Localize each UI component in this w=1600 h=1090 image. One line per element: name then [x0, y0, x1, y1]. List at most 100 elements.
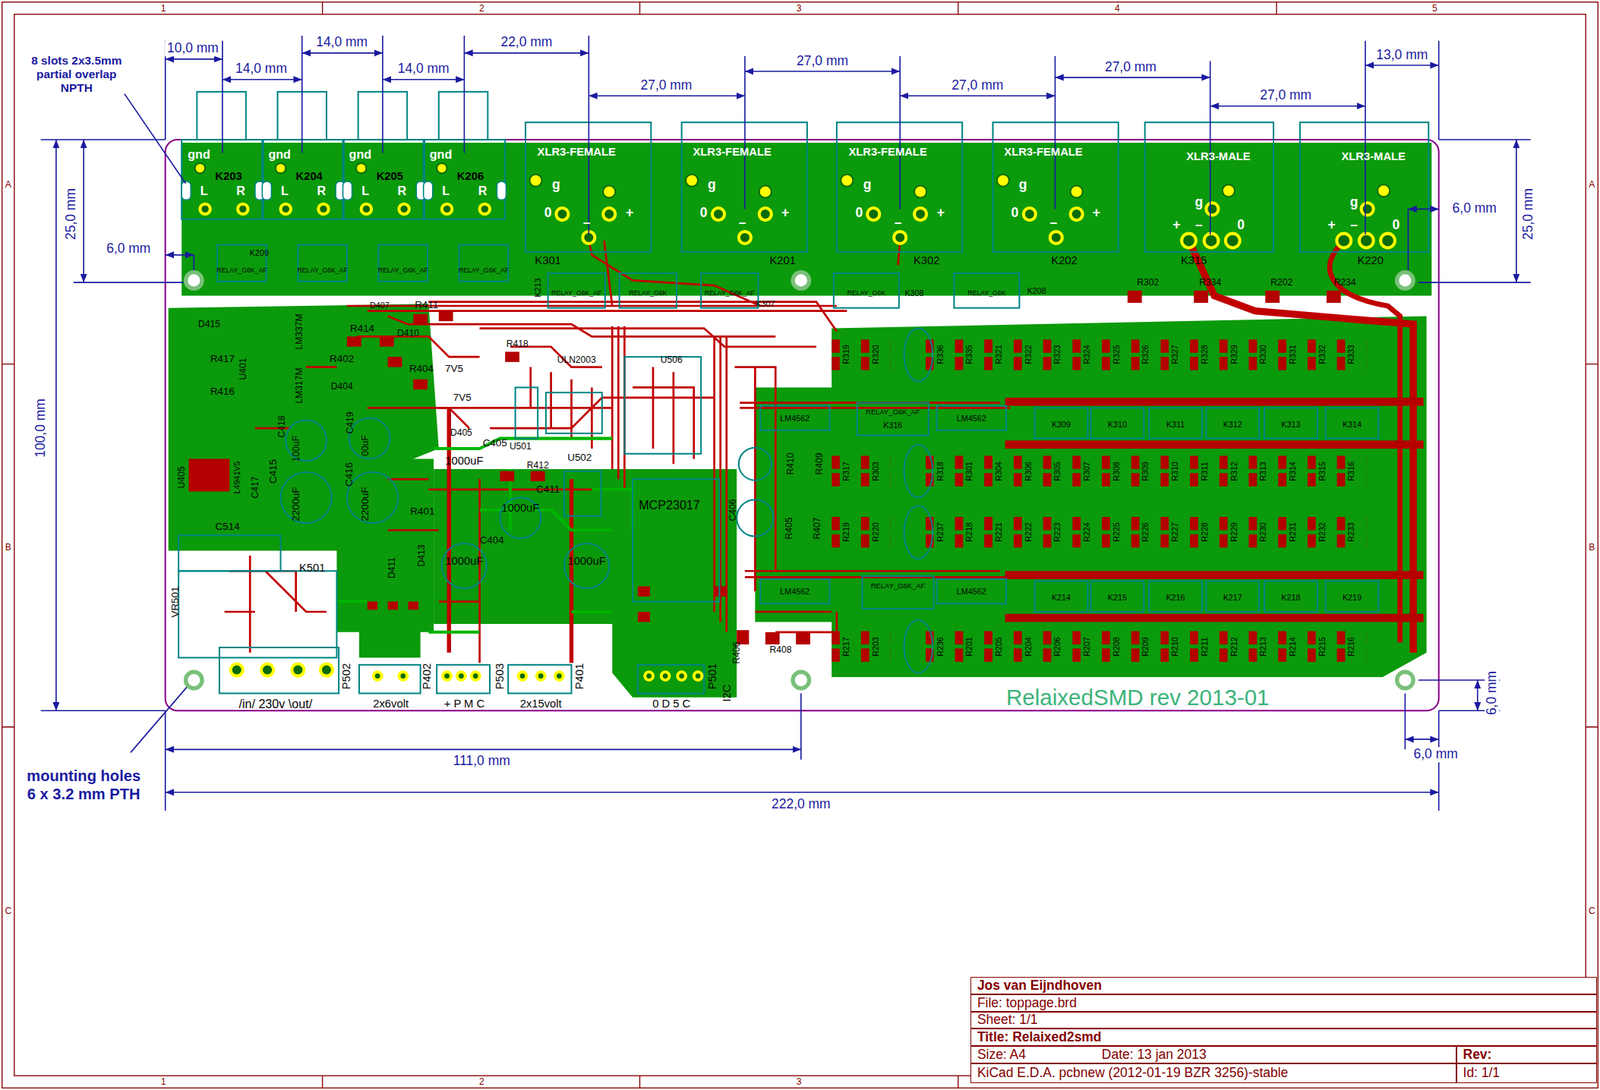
- connector-pad: [261, 663, 274, 676]
- silkscreen-label: R412: [527, 460, 550, 471]
- component-outline: [196, 91, 247, 140]
- dimension-label: 14,0 mm: [395, 62, 452, 77]
- connector-pad: [398, 672, 408, 681]
- silkscreen-label: R409: [814, 453, 824, 476]
- dimension-line: [222, 78, 303, 81]
- silkscreen-label: R228: [1200, 522, 1209, 543]
- connector-pad: [373, 672, 382, 681]
- connector-designator: K205: [376, 170, 404, 183]
- silkscreen-label: R229: [1229, 522, 1238, 543]
- smd-pad: [765, 632, 780, 645]
- dimension-line: [55, 139, 57, 711]
- title-block-text: Title: Relaixed2smd: [977, 1029, 1102, 1046]
- silkscreen-label: R223: [1053, 522, 1062, 543]
- silkscreen-label: R206: [1053, 637, 1062, 657]
- silkscreen-label: R221: [994, 522, 1004, 543]
- silkscreen-label: R326: [1141, 345, 1150, 366]
- component-outline: [1148, 407, 1203, 439]
- mounting-hole: [186, 672, 203, 688]
- connector-pad: [1361, 202, 1374, 215]
- dimension-label: 222,0 mm: [769, 797, 834, 812]
- component-outline: [261, 139, 344, 220]
- connector-pad: [261, 181, 272, 200]
- connector-pad: [759, 208, 772, 221]
- silkscreen-label: 1000uF: [444, 555, 483, 567]
- connector-pad: [195, 163, 206, 174]
- silkscreen-label: K220: [1357, 254, 1384, 266]
- dimension-line: [1476, 680, 1479, 711]
- silkscreen-label: 1000uF: [501, 502, 540, 515]
- component-outline: [760, 579, 830, 604]
- dimension-label: 14,0 mm: [233, 62, 290, 77]
- connector-label: +: [625, 206, 634, 220]
- dimension-line: [41, 35, 1531, 812]
- connector-label: +: [1327, 218, 1335, 232]
- mounting-hole: [1397, 272, 1414, 289]
- component-outline: [1264, 407, 1318, 439]
- connector-pad: [436, 163, 447, 174]
- silkscreen-label: C418: [277, 415, 287, 438]
- connector-pad: [1336, 233, 1351, 249]
- silkscreen-label: R232: [1317, 522, 1326, 543]
- connector-pad: [442, 672, 452, 681]
- silkscreen-label: P401: [574, 662, 586, 690]
- dimension-label: 14,0 mm: [313, 35, 370, 51]
- smd-pad: [379, 336, 395, 347]
- silkscreen-label: U501: [509, 441, 532, 452]
- component-outline: [857, 403, 929, 436]
- connector-pad: [914, 185, 927, 198]
- silkscreen-label: 1000uF: [444, 455, 483, 468]
- silkscreen-label: U506: [660, 355, 683, 365]
- dimension-line: [744, 70, 900, 73]
- connector-pad: [555, 672, 564, 681]
- connector-pad: [181, 181, 191, 200]
- silkscreen-label: LM4562: [956, 587, 987, 597]
- silkscreen-label: K216: [1165, 593, 1185, 603]
- smd-pad: [831, 455, 890, 486]
- silkscreen-label: R236: [935, 637, 944, 657]
- connector-pad: [423, 181, 433, 200]
- component-outline: [1090, 407, 1144, 439]
- connector-label: R: [236, 184, 246, 197]
- silkscreen-label: R322: [1023, 345, 1032, 366]
- connector-pad: [738, 231, 752, 244]
- silkscreen-label: R333: [1347, 345, 1356, 366]
- connector-label: –: [583, 216, 591, 230]
- silkscreen-label: R311: [1200, 461, 1209, 481]
- component-outline: [953, 273, 1020, 309]
- silkscreen-label: R234: [1334, 277, 1357, 288]
- mounting-hole: [1397, 672, 1414, 688]
- title-block-cell: KiCad E.D.A. pcbnew (2012-01-19 BZR 3256…: [970, 1063, 1457, 1084]
- silkscreen-label: R213: [1259, 637, 1268, 657]
- component-outline: [564, 471, 601, 517]
- dimension-line: [165, 792, 1440, 794]
- silkscreen-label: C411: [536, 484, 560, 495]
- silkscreen-label: K308: [904, 288, 924, 297]
- title-block-cell: Id: 1/1: [1456, 1063, 1597, 1084]
- silkscreen-label: K219: [1342, 593, 1362, 603]
- silkscreen-label: LM4562: [956, 413, 987, 423]
- connector-label: gnd: [349, 148, 373, 161]
- silkscreen-label: R319: [842, 345, 851, 366]
- smd-pad: [925, 517, 1367, 548]
- silkscreen-label: K311: [1166, 419, 1185, 429]
- silkscreen-label: R220: [871, 522, 881, 543]
- silkscreen-label: R308: [1111, 461, 1121, 482]
- smd-pad: [831, 339, 890, 370]
- silkscreen-label: R310: [1170, 461, 1180, 482]
- silkscreen-label: R304: [994, 461, 1004, 482]
- connector-pad: [356, 163, 367, 174]
- connector-pad: [840, 174, 853, 187]
- connector-label: R: [316, 184, 326, 197]
- silkscreen-label: R336: [935, 345, 944, 366]
- connector-label: +: [937, 206, 945, 220]
- silkscreen-label: R216: [1347, 637, 1356, 657]
- connector-pad: [1380, 233, 1395, 249]
- silkscreen-label: R201: [965, 637, 974, 657]
- connector-label: XLR3-FEMALE: [692, 146, 771, 158]
- connector-pad: [318, 204, 329, 215]
- silkscreen-label: R202: [1270, 277, 1293, 288]
- component-outline: [1205, 407, 1260, 439]
- dimension-line: [302, 52, 383, 54]
